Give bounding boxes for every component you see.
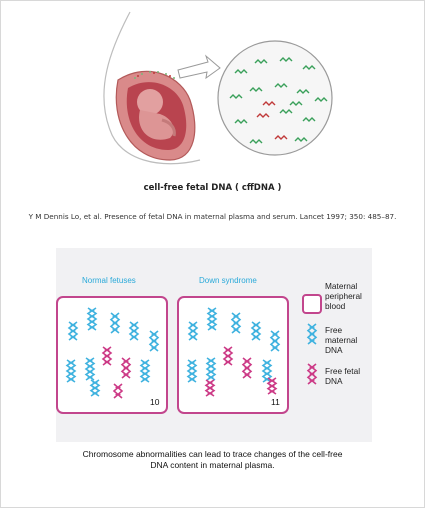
figure-caption: cell-free fetal DNA ( cffDNA ) bbox=[143, 183, 282, 193]
plasma-dna-fragment-0 bbox=[234, 69, 248, 74]
bottom-caption: Chromosome abnormalities can lead to tra… bbox=[0, 449, 425, 471]
maternal-dna-normal-1 bbox=[86, 307, 98, 331]
maternal-dna-normal-6 bbox=[84, 357, 96, 381]
maternal-dna-normal-5 bbox=[65, 359, 77, 383]
count-down-syndrome: 11 bbox=[271, 397, 280, 407]
plasma-dna-fragment-8 bbox=[314, 97, 328, 102]
bottom-caption-line-1: Chromosome abnormalities can lead to tra… bbox=[82, 449, 343, 459]
maternal-dna-down-1 bbox=[206, 307, 218, 331]
maternal-dna-normal-2 bbox=[109, 312, 121, 334]
fetal-dna-normal-11 bbox=[112, 383, 124, 399]
plasma-dna-fragment-7 bbox=[296, 89, 310, 94]
legend-blood-label: Maternal peripheral blood bbox=[325, 281, 362, 311]
plasma-dna-fragment-2 bbox=[279, 57, 293, 62]
maternal-dna-down-2 bbox=[230, 312, 242, 334]
plasma-dna-fragment-10 bbox=[256, 113, 270, 118]
plasma-dna-fragment-1 bbox=[254, 59, 268, 64]
maternal-dna-down-4 bbox=[269, 330, 281, 352]
bottom-caption-line-2: DNA content in maternal plasma. bbox=[150, 460, 275, 470]
maternal-dna-normal-10 bbox=[89, 379, 101, 397]
plasma-dna-fragment-12 bbox=[302, 117, 316, 122]
fetal-dna-down-10 bbox=[204, 379, 216, 397]
zoom-arrow-icon bbox=[177, 54, 221, 80]
maternal-dna-normal-3 bbox=[128, 321, 140, 341]
plasma-dna-fragment-17 bbox=[289, 101, 303, 106]
plasma-dna-fragment-13 bbox=[249, 139, 263, 144]
plasma-dna-fragment-5 bbox=[249, 87, 263, 92]
plasma-dna-fragment-14 bbox=[274, 135, 288, 140]
maternal-dna-down-5 bbox=[186, 359, 198, 383]
count-normal: 10 bbox=[150, 397, 160, 407]
fetal-dna-down-11 bbox=[266, 377, 278, 395]
legend-blood-swatch bbox=[302, 294, 322, 314]
group-title-down-syndrome: Down syndrome bbox=[199, 276, 257, 285]
group-title-normal: Normal fetuses bbox=[82, 276, 136, 285]
plasma-dna-fragment-11 bbox=[279, 109, 293, 114]
fetal-dna-down-7 bbox=[222, 346, 234, 366]
fetal-dna-down-8 bbox=[241, 357, 253, 379]
sample-box-normal bbox=[56, 296, 168, 414]
plasma-dna-fragment-6 bbox=[274, 83, 288, 88]
plasma-dna-fragment-16 bbox=[262, 101, 276, 106]
citation: Y M Dennis Lo, et al. Presence of fetal … bbox=[28, 212, 397, 221]
legend-maternal-dna-icon bbox=[306, 323, 318, 345]
maternal-dna-down-6 bbox=[205, 357, 217, 381]
plasma-dna-fragment-9 bbox=[234, 119, 248, 124]
fetal-dna-normal-8 bbox=[120, 357, 132, 379]
maternal-dna-normal-9 bbox=[139, 359, 151, 383]
legend-maternal-label: Free maternal DNA bbox=[325, 325, 358, 355]
sample-box-down-syndrome bbox=[177, 296, 289, 414]
maternal-dna-down-0 bbox=[187, 321, 199, 341]
legend-fetal-dna-icon bbox=[306, 363, 318, 385]
plasma-dna-fragment-4 bbox=[229, 94, 243, 99]
fetal-dna-normal-7 bbox=[101, 346, 113, 366]
legend-fetal-label: Free fetal DNA bbox=[325, 366, 361, 386]
plasma-dna-fragment-3 bbox=[302, 65, 316, 70]
maternal-dna-down-3 bbox=[250, 321, 262, 341]
maternal-dna-normal-0 bbox=[67, 321, 79, 341]
maternal-dna-normal-4 bbox=[148, 330, 160, 352]
pregnant-womb-illustration bbox=[103, 11, 333, 165]
plasma-dna-fragment-15 bbox=[294, 137, 308, 142]
